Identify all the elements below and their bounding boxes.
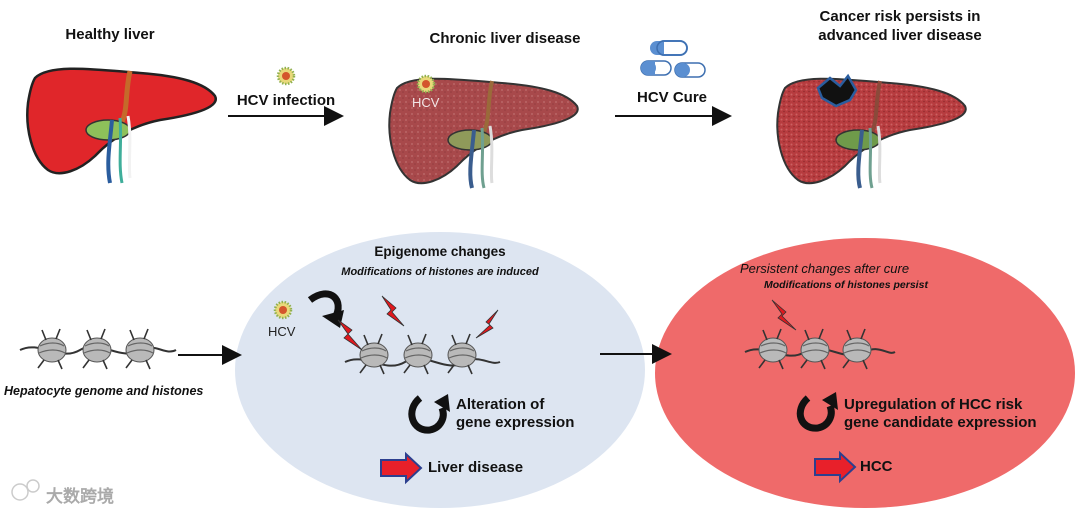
persistent-subtitle: Modifications of histones persist [764,279,928,291]
upregulation-label-line1: Upregulation of HCC risk [844,396,1023,413]
watermark-text: 大数跨境 [46,487,114,506]
hcv-cure-label: HCV Cure [636,89,707,106]
epigenome-subtitle: Modifications of histones are induced [341,266,539,278]
chronic-liver-image [388,77,579,189]
hcc-arrow-icon [814,450,857,484]
virus-in-liver-icon [416,74,436,94]
upregulation-label-line2: gene candidate expression [844,414,1037,431]
healthy-liver-label: Healthy liver [65,26,155,43]
epigenome-title: Epigenome changes [374,244,506,259]
alteration-label-line2: gene expression [456,414,575,431]
alteration-arrow-icon [408,395,447,434]
tumor-mark [816,73,858,108]
hcv-virus-icon [273,300,293,320]
persistent-lightning-icon [771,299,797,331]
genome-label: Hepatocyte genome and histones [4,384,204,398]
genome-histones-chain [19,328,177,370]
cancer-risk-label-line1: Cancer risk persists in [819,8,981,25]
persistent-title: Persistent changes after cure [740,261,910,276]
persistent-ellipse [655,238,1075,508]
advanced-liver-image [776,73,967,189]
healthy-liver-image [26,67,218,184]
alteration-label-line1: Alteration of [456,396,545,413]
chronic-liver-label: Chronic liver disease [429,30,581,47]
liver-disease-label: Liver disease [428,459,524,476]
pills-icon [640,40,706,78]
upregulation-arrow-icon [796,395,835,432]
hcv-infection-label: HCV infection [236,92,336,109]
hcv-label: HCV [268,324,296,339]
lightning-icon [337,295,499,351]
epigenome-histone-chain [344,333,501,375]
cancer-risk-label-line2: advanced liver disease [818,27,982,44]
liver-disease-arrow-icon [380,451,423,485]
persistent-histone-chain [744,328,896,370]
hcc-label: HCC [860,458,893,475]
hcv-in-liver-label: HCV [412,95,440,110]
virus-icon [276,66,296,86]
watermark-logo [11,479,40,501]
